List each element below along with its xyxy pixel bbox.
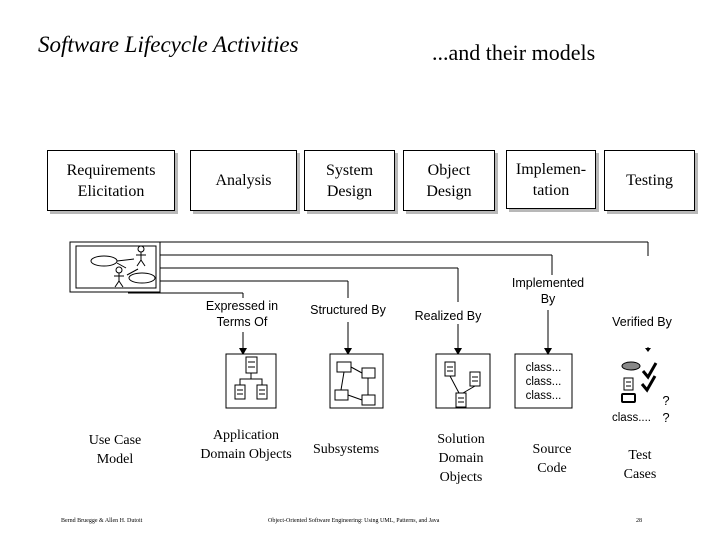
- object-diagram-icon: [435, 353, 491, 409]
- class-diagram-icon: [225, 353, 277, 409]
- slide-subtitle: ...and their models: [432, 40, 596, 65]
- arrow-head: [645, 348, 651, 352]
- code-line: class...: [525, 376, 562, 388]
- activity-implementation: Implemen- tation: [506, 150, 596, 209]
- activity-system-design: System Design: [304, 150, 395, 211]
- model-solution-domain-objects: Solution Domain Objects: [437, 432, 485, 485]
- activity-object-design: Object Design: [403, 150, 495, 211]
- relation-expressed-in: Expressed in Terms Of: [205, 299, 279, 329]
- model-use-case: Use Case Model: [88, 433, 142, 467]
- slide-title: Software Lifecycle Activities: [38, 32, 299, 57]
- model-source-code: Source Code: [532, 442, 572, 476]
- relation-implemented-by: Implemented By: [511, 276, 585, 306]
- model-application-domain-objects: Application Domain Objects: [200, 428, 292, 462]
- arrow-head: [344, 348, 352, 355]
- activity-requirements-elicitation: Requirements Elicitation: [47, 150, 175, 211]
- arrow-head: [239, 348, 247, 355]
- test-case-icon: [621, 361, 658, 403]
- subsystem-diagram-icon: [329, 353, 384, 409]
- activity-testing: Testing: [604, 150, 695, 211]
- relation-realized-by: Realized By: [414, 309, 482, 323]
- footer-page-number: 28: [636, 518, 642, 524]
- test-class-line: class....: [612, 412, 651, 424]
- code-line: class...: [525, 390, 562, 402]
- use-case-diagram-icon: [69, 241, 161, 293]
- footer-authors: Bernd Bruegge & Allen H. Dutoit: [61, 518, 143, 524]
- relation-structured-by: Structured By: [310, 303, 386, 317]
- arrow-head: [544, 348, 552, 355]
- arrow-head: [454, 348, 462, 355]
- source-code-box: [514, 353, 573, 409]
- activity-analysis: Analysis: [190, 150, 297, 211]
- relation-verified-by: Verified By: [612, 315, 672, 329]
- question-mark: ?: [662, 393, 670, 408]
- footer-book: Object-Oriented Software Engineering: Us…: [268, 518, 440, 524]
- question-mark: ?: [662, 410, 670, 425]
- model-test-cases: Test Cases: [623, 448, 657, 482]
- code-line: class...: [525, 362, 562, 374]
- model-subsystems: Subsystems: [312, 442, 380, 457]
